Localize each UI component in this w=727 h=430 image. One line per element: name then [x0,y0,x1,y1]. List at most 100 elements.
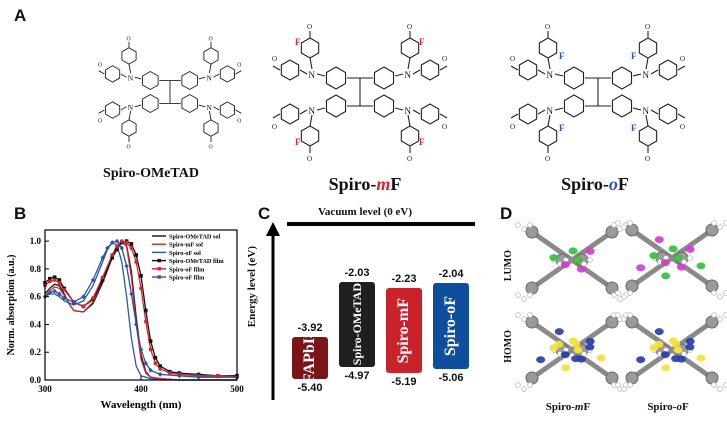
series-marker-4 [57,280,62,285]
hydrogen-atom [581,261,587,267]
methoxy-oxygen: O [442,123,447,131]
orbital-lobe [696,354,706,362]
orbital-lobe [671,355,681,363]
methoxy-oxygen: O [645,155,650,163]
hydrogen-atom [527,222,533,228]
methoxy-oxygen: O [510,55,515,63]
hydrogen-atom [521,226,527,232]
hydrogen-atom [621,224,627,230]
hydrogen-atom [621,294,627,300]
aryl-ring [625,371,639,385]
series-marker-4 [158,366,163,371]
series-marker-5 [196,374,201,380]
benzene-ring [563,94,585,118]
aryl-ring [705,223,719,237]
hydrogen-atom [681,351,687,357]
nitrogen-atom: N [128,103,134,112]
aryl-ring [705,315,719,329]
hydrogen-atom [723,312,727,318]
benzene-ring [142,70,159,91]
hydrogen-atom [723,382,727,388]
methoxy-oxygen: O [442,55,447,63]
lumo-value: -3.92 [297,321,323,334]
orbital-lobe [573,256,583,264]
hydrogen-atom [587,257,593,263]
hydrogen-atom [681,259,687,265]
series-marker-4 [139,286,143,291]
hydrogen-atom [717,316,723,322]
series-marker-4 [62,287,67,292]
hydrogen-atom [615,220,621,226]
orbital-lobe [649,252,659,260]
orbital-lobe [636,356,646,364]
methoxy-oxygen: O [98,118,102,124]
homo-value: -5.40 [297,382,323,395]
hydrogen-atom [515,312,521,318]
orbital-images [515,220,727,392]
orbital-lobe [573,346,583,354]
series-marker-3 [57,278,62,282]
energy-bar-label: FAPbI3 [301,332,318,383]
series-marker-4 [134,260,139,264]
series-marker-4 [124,240,129,245]
methoxy-oxygen: O [272,55,277,63]
hydrogen-atom [515,292,521,298]
hydrogen-atom [615,290,621,296]
series-marker-4 [91,296,95,300]
series-marker-3 [144,308,148,313]
orbital-lobe [671,340,681,348]
aryl-ring [705,371,719,385]
orbital-lobe [571,355,581,363]
nitrogen-atom: N [128,74,134,83]
orbital-lobe [685,343,695,351]
hydrogen-atom [627,290,633,296]
methoxy-oxygen: O [545,155,550,163]
benzene-ring [518,59,538,81]
series-marker-4 [129,246,134,250]
benzene-ring [280,103,300,125]
hydrogen-atom [521,316,527,322]
orbital-lobe [560,261,570,269]
legend-label-0: Spiro-OMeTAD sol [169,234,220,241]
orbital-lobe [561,364,571,372]
aryl-ring [705,279,719,293]
series-marker-5 [138,347,144,352]
series-marker-5 [124,263,129,269]
energy-axis-arrow [266,222,280,400]
lumo-value: -2.03 [344,267,370,280]
benzene-ring [325,94,347,118]
methoxy-oxygen: O [237,118,241,124]
aryl-ring [525,225,539,239]
hydrogen-atom [711,220,717,226]
legend-label-3: Spiro-OMeTAD film [169,258,224,265]
orbital-lobe [568,247,578,255]
methoxy-oxygen: O [209,145,213,151]
series-marker-4 [167,371,172,375]
legend-marker-3 [157,258,161,263]
aryl-ring [525,315,539,329]
benzene-ring [518,103,538,125]
hydrogen-atom [717,294,723,300]
legend-marker-4 [157,267,161,271]
hydrogen-atom [527,292,533,298]
benzene-ring [105,101,121,119]
series-marker-3 [115,247,119,252]
series-marker-3 [52,275,57,280]
series-marker-3 [148,339,153,343]
methoxy-oxygen: O [545,23,550,31]
hydrogen-atom [527,382,533,388]
orbital-lobe [571,340,581,348]
benzene-ring [300,125,320,147]
aryl-ring [605,225,619,239]
methoxy-oxygen: O [98,63,102,69]
molecule-name-mf: Spiro-mF [328,174,402,194]
fluorine-atom: F [559,123,565,133]
aryl-ring [625,223,639,237]
benzene-ring [538,125,558,147]
series-marker-3 [110,255,114,260]
y-tick-label: 0.0 [30,375,42,385]
hydrogen-atom [627,382,633,388]
aryl-ring [625,279,639,293]
benzene-ring [658,103,678,125]
